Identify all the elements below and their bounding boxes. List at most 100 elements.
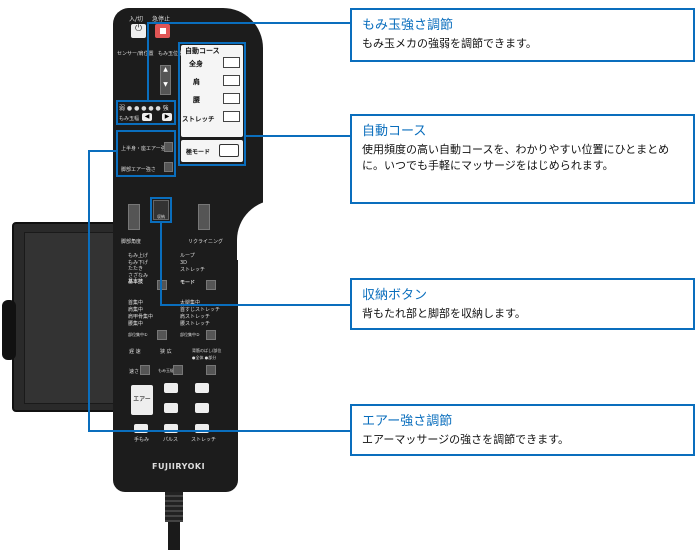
focus2-button[interactable] — [206, 330, 216, 340]
mode-list: ループ 3D ストレッチ モード — [180, 253, 205, 287]
highlight-storage — [150, 197, 172, 223]
auto-course-panel: 自動コース 全身 肩 腰 ストレッチ — [181, 45, 243, 137]
stretch-button[interactable] — [195, 424, 209, 433]
focus2-list: 太腿集中 首すじストレッチ 肩ストレッチ 腰ストレッチ 部位集中② — [180, 300, 220, 338]
momi-strength-down[interactable]: ◀ — [142, 113, 152, 121]
back-label: 背筋のばし/部位 — [192, 348, 222, 353]
leader-line — [147, 22, 149, 102]
highlight-auto-course — [178, 42, 246, 166]
kiwami-mode-button[interactable] — [219, 144, 239, 157]
focus-item: 腰ストレッチ — [180, 321, 211, 327]
course-stretch-button[interactable] — [223, 111, 240, 122]
focus1-button[interactable] — [157, 330, 167, 340]
speed-button[interactable] — [140, 365, 150, 375]
cable-strain-relief — [165, 482, 183, 522]
mode-button[interactable] — [206, 280, 216, 290]
air-label: エアー — [133, 396, 151, 403]
callout-title: もみ玉強さ調節 — [362, 18, 454, 33]
kiwami-panel: 極モード — [181, 140, 243, 162]
leg-angle-rocker[interactable] — [128, 204, 140, 230]
air-upper-button[interactable] — [164, 383, 178, 393]
pulse-label: パルス — [163, 437, 179, 443]
highlight-momi-strength — [116, 100, 176, 125]
leader-line — [147, 22, 350, 24]
callout-momi-strength: もみ玉強さ調節 もみ玉メカの強弱を調節できます。 — [350, 8, 695, 62]
speed-button-label: 速さ — [129, 369, 140, 375]
momi-strength-up[interactable]: ▶ — [162, 113, 172, 121]
focus-item: 肩ストレッチ — [180, 314, 211, 320]
stop-label: 急停止 — [152, 16, 171, 23]
leader-line — [88, 150, 116, 152]
mode-item: 3D — [180, 260, 188, 266]
brand-logo: FUJIIRYOKI — [152, 462, 206, 471]
course-shoulder-label: 肩 — [193, 78, 200, 86]
remote-holder — [12, 222, 120, 412]
mode-item: ストレッチ — [180, 267, 206, 273]
leader-line — [160, 304, 350, 306]
course-shoulder-button[interactable] — [223, 75, 240, 86]
mode-label: モード — [180, 280, 196, 286]
focus-item: 腰集中 — [128, 321, 144, 327]
pulse-button[interactable] — [164, 424, 178, 433]
callout-title: 収納ボタン — [362, 288, 428, 303]
leader-line — [88, 150, 90, 431]
remote-body — [113, 230, 238, 492]
focus2-label: 部位集中② — [180, 332, 200, 337]
momi-width-label: もみ玉幅 — [119, 116, 140, 122]
callout-text: エアーマッサージの強さを調節できます。 — [362, 433, 570, 446]
callout-auto-course: 自動コース 使用頻度の高い自動コースを、わかりやすい位置にひとまとめに。いつでも… — [350, 114, 695, 204]
focus-item: 肩甲骨集中 — [128, 314, 154, 320]
back-button[interactable] — [206, 365, 216, 375]
leg-air-label: 脚部エアー強さ — [121, 167, 156, 173]
course-waist-label: 腰 — [193, 96, 200, 104]
air-foot-button[interactable] — [195, 403, 209, 413]
upper-air-label: 上半身・座エアー強さ — [121, 146, 171, 152]
leader-line — [88, 430, 350, 432]
technique-item: もみ上げ — [128, 253, 149, 259]
momi-pos-label: もみ玉位置 — [158, 51, 184, 57]
hand-massage-label: 手もみ — [134, 437, 150, 443]
callout-text: もみ玉メカの強弱を調節できます。 — [362, 37, 537, 50]
air-waist-button[interactable] — [195, 383, 209, 393]
leader-line — [246, 135, 350, 137]
callout-text: 背もたれ部と脚部を収納します。 — [362, 307, 526, 320]
momi-strength-scale: 弱 ● ● ● ● ● 強 — [119, 105, 169, 112]
stretch-label: ストレッチ — [191, 437, 217, 443]
course-waist-button[interactable] — [223, 93, 240, 104]
width-button[interactable] — [173, 365, 183, 375]
focus-item: 首集中 — [128, 300, 144, 306]
technique-item: さざなみ — [128, 272, 149, 279]
callout-storage: 収納ボタン 背もたれ部と脚部を収納します。 — [350, 278, 695, 330]
momi-position-rocker[interactable]: ▲▼ — [160, 65, 171, 95]
recline-rocker[interactable] — [198, 204, 210, 230]
focus-item: 肩集中 — [128, 307, 144, 313]
leg-angle-label: 脚部角度 — [121, 239, 142, 245]
basic-technique-button[interactable] — [157, 280, 167, 290]
basic-techniques-list: もみ上げ もみ下げ たたき さざなみ 基本技 — [128, 253, 148, 286]
technique-item: たたき — [128, 266, 144, 272]
course-stretch-label: ストレッチ — [182, 115, 215, 123]
storage-label: 収納 — [157, 214, 165, 219]
stop-button[interactable] — [155, 24, 170, 38]
recline-label: リクライニング — [188, 239, 224, 245]
highlight-air-strength — [116, 130, 176, 177]
holder-inner — [24, 232, 114, 404]
focus1-label: 部位集中① — [128, 332, 148, 337]
stop-icon — [159, 28, 166, 34]
mode-item: ループ — [180, 253, 195, 259]
course-full-body-label: 全身 — [189, 60, 203, 68]
upper-air-button[interactable] — [164, 142, 173, 152]
storage-button[interactable]: 収納 — [153, 200, 169, 220]
focus-item: 太腿集中 — [180, 300, 201, 306]
holder-knob — [2, 300, 16, 360]
hand-massage-button[interactable] — [134, 424, 148, 433]
speed-label: 遅 速 — [129, 349, 141, 355]
course-full-body-button[interactable] — [223, 57, 240, 68]
leg-air-button[interactable] — [164, 162, 173, 172]
basic-technique-label: 基本技 — [128, 279, 144, 285]
air-leg-button[interactable] — [164, 403, 178, 413]
air-button[interactable]: エアー — [131, 385, 153, 415]
width-button-label: もみ玉幅 — [158, 368, 174, 373]
callout-title: エアー強さ調節 — [362, 414, 453, 429]
power-button[interactable]: ⏻ — [131, 24, 146, 38]
